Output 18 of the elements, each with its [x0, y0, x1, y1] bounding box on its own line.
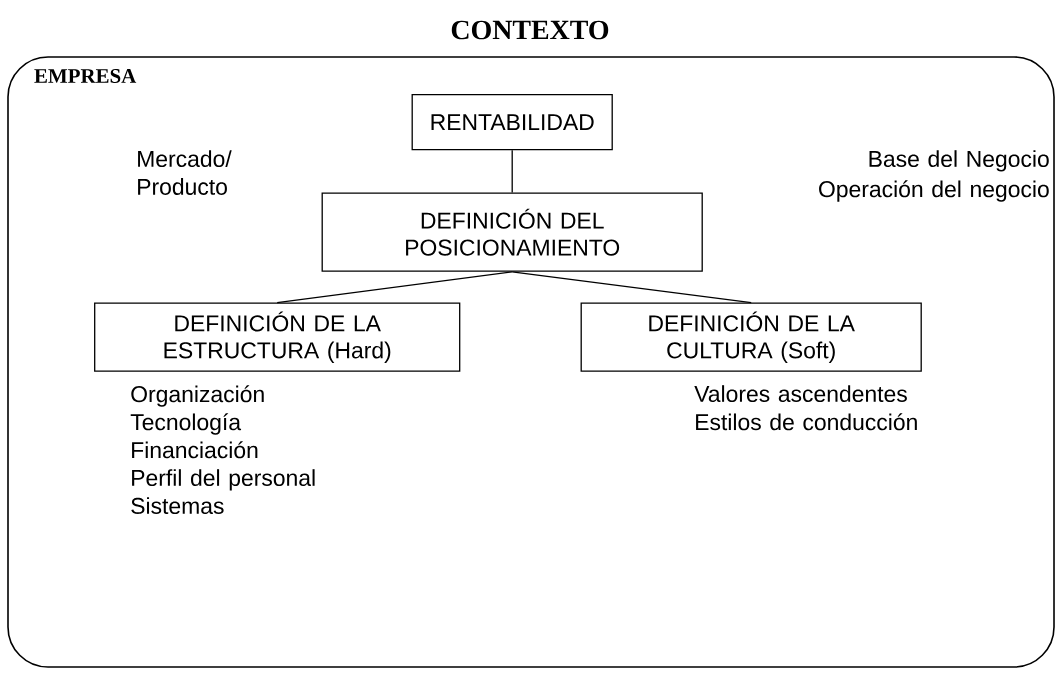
- side-text: Operación del negocio: [819, 180, 1049, 202]
- side-text: Perfil del personal: [132, 469, 315, 491]
- side-text: Organización: [131, 385, 264, 407]
- side-text: Sistemas: [131, 497, 224, 514]
- side-text: Tecnología: [130, 413, 242, 435]
- connector-line: [511, 271, 752, 304]
- side-text: Estilos de conducción: [696, 413, 917, 431]
- connector-line: [511, 149, 513, 194]
- connector-line: [276, 271, 513, 304]
- side-text: Financiación: [132, 441, 258, 459]
- side-text: Valores ascendentes: [694, 385, 907, 402]
- side-text: Base del Negocio: [869, 150, 1049, 172]
- process-box: RENTABILIDAD: [411, 94, 613, 151]
- side-text: Mercado/ Producto: [138, 150, 232, 195]
- process-box: DEFINICIÓN DE LA CULTURA (Soft): [580, 302, 922, 372]
- process-box: DEFINICIÓN DE LA ESTRUCTURA (Hard): [94, 302, 461, 372]
- title: CONTEXTO: [451, 20, 609, 40]
- process-box: DEFINICIÓN DEL POSICIONAMIENTO: [321, 192, 703, 272]
